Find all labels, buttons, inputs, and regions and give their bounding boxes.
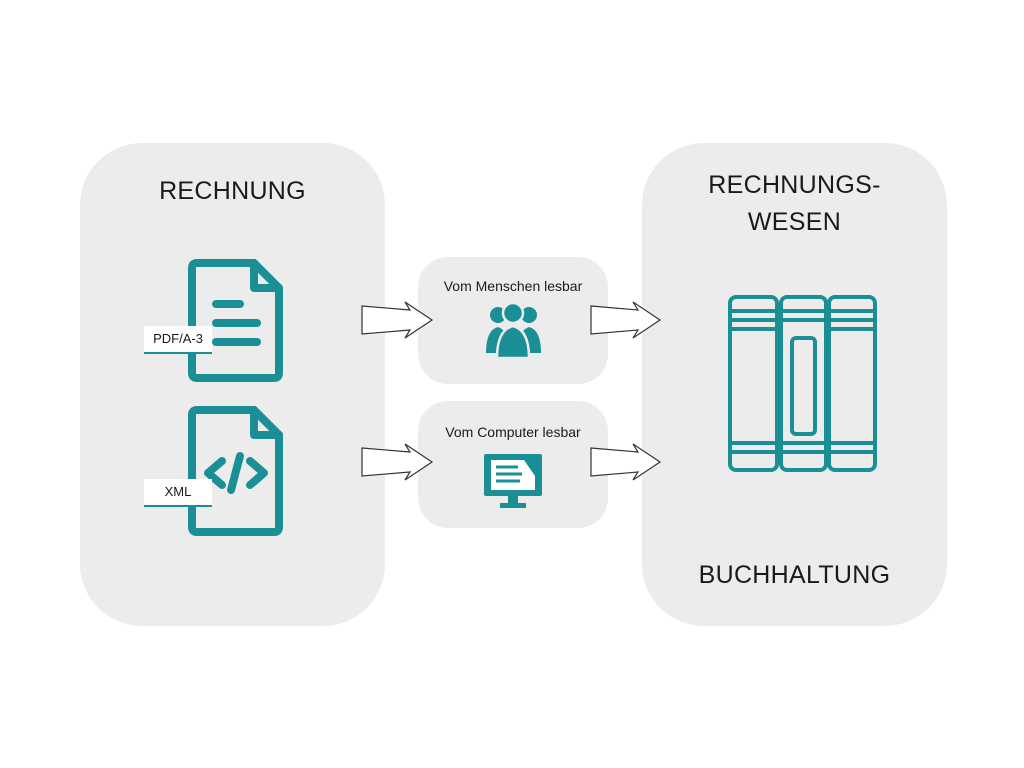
bookkeeping-title: BUCHHALTUNG: [698, 561, 891, 589]
people-icon: [486, 301, 541, 360]
books-icon: [728, 295, 877, 472]
accounting-title-line2: WESEN: [747, 208, 842, 236]
arrow-human-to-accounting: [590, 301, 662, 339]
invoice-title: RECHNUNG: [159, 177, 306, 205]
code-file-icon: [188, 406, 283, 536]
accounting-title-line1: RECHNUNGS-: [708, 171, 881, 199]
arrow-computer-to-accounting: [590, 443, 662, 481]
monitor-icon: [484, 454, 542, 508]
accounting-panel: [642, 143, 947, 626]
invoice-panel: [80, 143, 385, 626]
document-icon: [188, 259, 283, 382]
arrow-xml-to-computer: [361, 443, 434, 481]
xml-format-label: XML: [144, 479, 212, 507]
machine-readable-label: Vom Computer lesbar: [445, 424, 581, 440]
human-readable-label: Vom Menschen lesbar: [443, 278, 583, 294]
pdf-format-label: PDF/A-3: [144, 326, 212, 354]
arrow-pdf-to-human: [361, 301, 434, 339]
